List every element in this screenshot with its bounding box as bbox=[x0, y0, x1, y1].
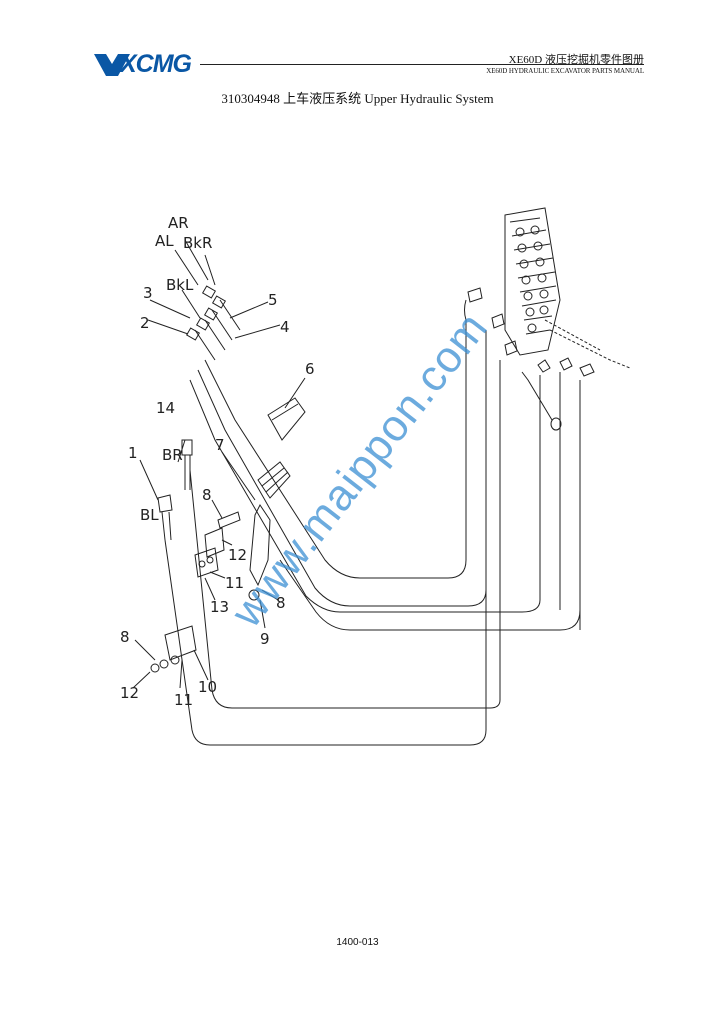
callout-12a: 12 bbox=[228, 546, 247, 564]
manual-title-cn: XE60D 液压挖掘机零件图册 bbox=[508, 54, 644, 66]
callout-BkL: BkL bbox=[166, 276, 194, 294]
callout-4: 4 bbox=[280, 318, 290, 336]
callout-AL: AL bbox=[155, 232, 174, 250]
callout-9: 9 bbox=[260, 630, 270, 648]
callout-10: 10 bbox=[198, 678, 217, 696]
manual-title-en: XE60D HYDRAULIC EXCAVATOR PARTS MANUAL bbox=[486, 67, 644, 75]
callout-7: 7 bbox=[215, 436, 225, 454]
callout-13: 13 bbox=[210, 598, 229, 616]
callout-BR: BR bbox=[162, 446, 183, 464]
callout-AR: AR bbox=[168, 214, 189, 232]
page-number: 1400-013 bbox=[336, 937, 379, 948]
callout-5: 5 bbox=[268, 291, 278, 309]
callout-1: 1 bbox=[128, 444, 138, 462]
callout-BL: BL bbox=[140, 506, 159, 524]
page-title: 310304948 上车液压系统 Upper Hydraulic System bbox=[221, 91, 494, 106]
xcmg-logo-icon bbox=[94, 54, 130, 76]
control-valve-block bbox=[504, 207, 631, 369]
callout-6: 6 bbox=[305, 360, 315, 378]
callout-11b: 11 bbox=[174, 691, 193, 709]
callout-8a: 8 bbox=[202, 486, 212, 504]
callout-8c: 8 bbox=[120, 628, 130, 646]
callout-8b: 8 bbox=[276, 594, 286, 612]
header-rule bbox=[200, 64, 644, 65]
callout-12b: 12 bbox=[120, 684, 139, 702]
callout-11a: 11 bbox=[225, 574, 244, 592]
callout-BkR: BkR bbox=[183, 234, 212, 252]
callout-14: 14 bbox=[156, 399, 175, 417]
callout-2: 2 bbox=[140, 314, 150, 332]
callout-3: 3 bbox=[143, 284, 153, 302]
logo-text: XCMG bbox=[120, 50, 192, 78]
